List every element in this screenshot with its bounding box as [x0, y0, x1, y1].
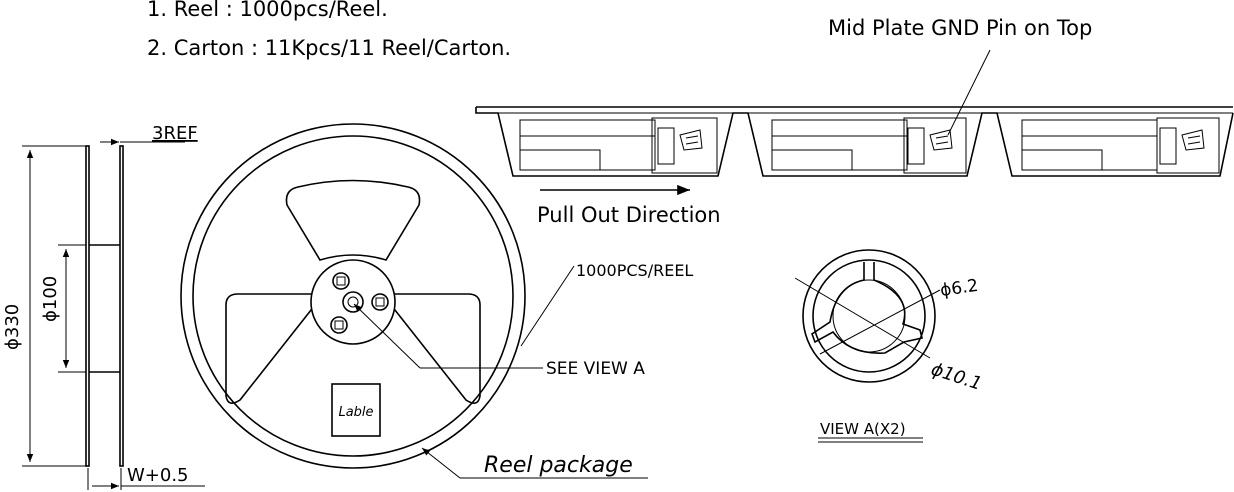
note-reel: 1. Reel : 1000pcs/Reel. [147, 0, 388, 21]
view-a-caption: VIEW A(X2) [820, 420, 906, 438]
reel-cutout-left [225, 293, 316, 404]
hub-hole-3 [330, 316, 348, 334]
hub-diameter-label: ϕ100 [40, 276, 61, 322]
pocket-3 [1021, 117, 1220, 174]
reel-outer-rim [180, 123, 526, 469]
mid-plate-label: Mid Plate GND Pin on Top [828, 16, 1092, 40]
hub-hole-1 [332, 272, 350, 290]
tape-profile [475, 107, 1234, 177]
outer-dim-label: ϕ10.1 [928, 359, 984, 395]
carrier-tape [475, 106, 1234, 177]
width-label: W+0.5 [127, 465, 189, 486]
reel-inner-rim [192, 135, 514, 457]
inner-dim-label: ϕ6.2 [939, 276, 980, 301]
reel-cutout-top [285, 179, 421, 261]
hub-hole-2 [371, 293, 389, 311]
hub-center-ring [342, 291, 364, 313]
label-box-text: Lable [338, 405, 373, 420]
see-view-label: SEE VIEW A [546, 359, 645, 379]
inner-dim-line [819, 289, 941, 355]
note-carton: 2. Carton : 11Kpcs/11 Reel/Carton. [147, 36, 511, 60]
outer-diameter-label: ϕ330 [2, 304, 23, 350]
outer-dim-line [794, 277, 931, 359]
label-box [331, 383, 381, 437]
view-a-center [832, 279, 906, 353]
pull-direction-label: Pull Out Direction [537, 203, 721, 227]
notes: 1. Reel : 1000pcs/Reel. 2. Carton : 11Kp… [147, 0, 511, 60]
reel-front-view: Lable 1000PCS/REEL SEE VIEW A Reel packa… [180, 123, 693, 479]
reel-flange-left [85, 145, 90, 467]
reel-side-view: 3REF ϕ330 ϕ100 W+0.5 [2, 123, 205, 490]
ref-label: 3REF [152, 123, 198, 144]
mid-plate-leader [947, 49, 991, 136]
reel-package-caption: Reel package [484, 453, 633, 478]
reel-flange-right [119, 145, 124, 467]
capacity-label: 1000PCS/REEL [576, 261, 693, 280]
view-a-inner-ring [812, 259, 926, 373]
view-a-detail: ϕ6.2 ϕ10.1 VIEW A(X2) [794, 249, 984, 443]
pocket-1 [519, 117, 718, 174]
reel-cutout-right [390, 293, 481, 404]
view-a-keyed-bore [811, 262, 923, 354]
view-a-outer-ring [802, 249, 936, 383]
pocket-2 [771, 117, 967, 174]
hub-center-hole [347, 296, 359, 308]
